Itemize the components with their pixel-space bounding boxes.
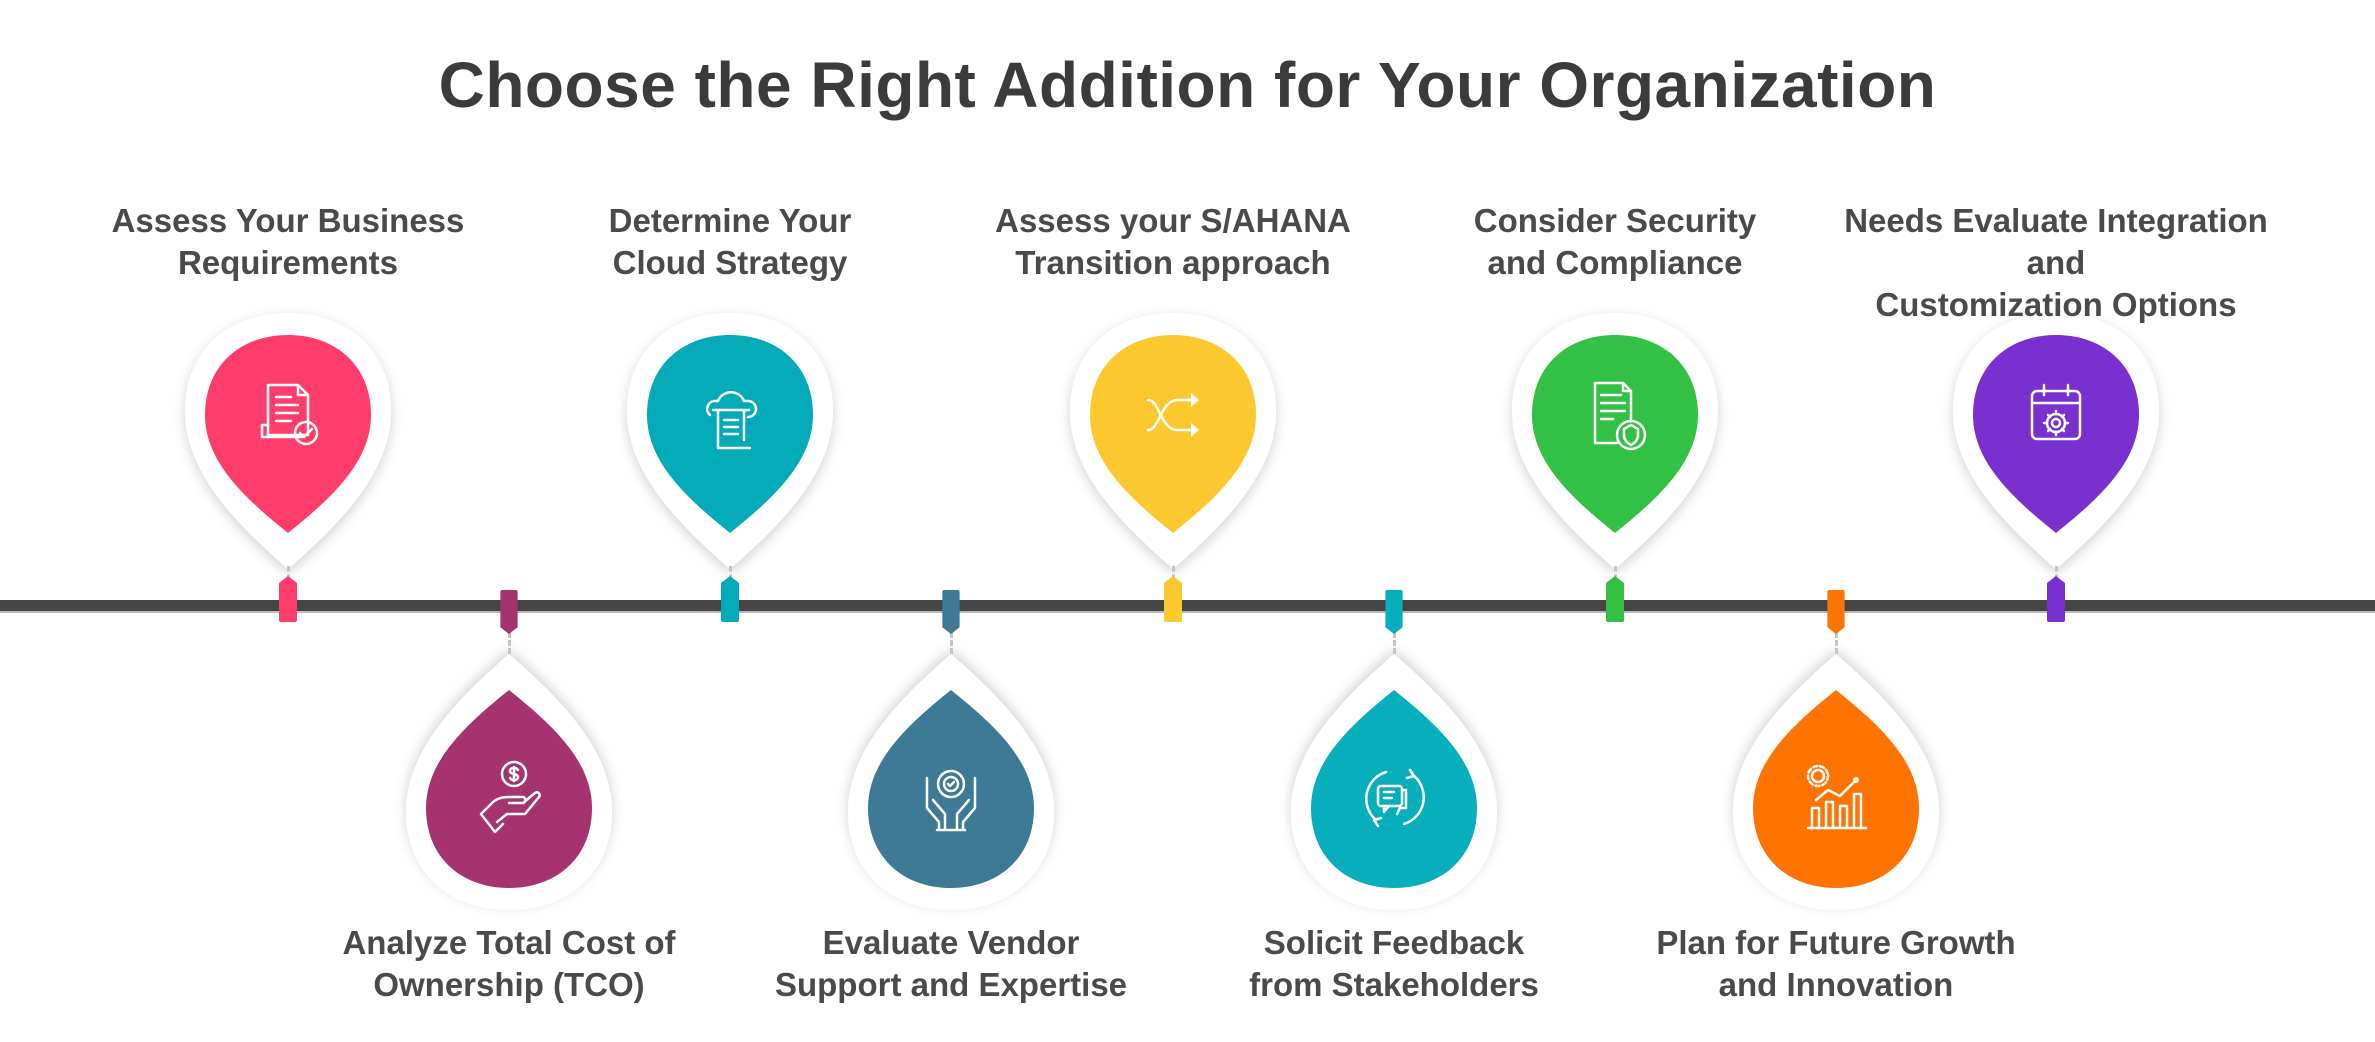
chat-refresh-icon xyxy=(1344,748,1444,848)
step-label-line-1: Determine Your xyxy=(608,202,852,239)
step-label-line-1: Consider Security xyxy=(1473,202,1757,239)
step-label-line-1: Evaluate Vendor xyxy=(822,924,1080,961)
connector xyxy=(729,566,732,580)
connector xyxy=(1172,566,1175,580)
connector xyxy=(1835,632,1838,654)
step-label: Analyze Total Cost of Ownership (TCO) xyxy=(289,922,729,1006)
step-label-line-2: and Innovation xyxy=(1718,966,1954,1003)
timeline-marker xyxy=(1164,576,1182,622)
step-pin xyxy=(1731,652,1941,912)
step-label-line-1: Assess Your Business xyxy=(111,202,465,239)
timeline-marker xyxy=(1606,576,1624,622)
step-label-line-2: and Compliance xyxy=(1487,244,1743,281)
connector xyxy=(1614,566,1617,580)
step-pin xyxy=(1068,311,1278,571)
step-label: Plan for Future Growth and Innovation xyxy=(1616,922,2056,1006)
timeline-marker xyxy=(500,590,518,634)
document-shield-icon xyxy=(1565,365,1665,465)
step-label-line-2: from Stakeholders xyxy=(1249,966,1539,1003)
step-label-line-1: Needs Evaluate Integration and xyxy=(1844,202,2268,281)
step-pin xyxy=(404,652,614,912)
timeline-marker xyxy=(2047,576,2065,622)
hand-dollar-icon xyxy=(459,748,559,848)
timeline-marker xyxy=(1385,590,1403,634)
step-label-line-2: Requirements xyxy=(177,244,399,281)
timeline-line xyxy=(0,600,2375,613)
cloud-scroll-icon xyxy=(680,365,780,465)
step-label: Assess Your Business Requirements xyxy=(68,200,508,284)
step-label-line-2: Ownership (TCO) xyxy=(373,966,645,1003)
timeline-marker xyxy=(1827,590,1845,634)
step-label: Consider Security and Compliance xyxy=(1395,200,1835,284)
step-label: Needs Evaluate Integration and Customiza… xyxy=(1836,200,2276,326)
step-label: Assess your S/AHANA Transition approach xyxy=(953,200,1393,284)
step-label-line-2: Transition approach xyxy=(1015,244,1331,281)
step-label-line-2: Cloud Strategy xyxy=(612,244,848,281)
step-label: Determine Your Cloud Strategy xyxy=(510,200,950,284)
step-pin xyxy=(1510,311,1720,571)
page-title: Choose the Right Addition for Your Organ… xyxy=(438,49,1937,121)
step-label-line-2: Support and Expertise xyxy=(774,966,1128,1003)
timeline-marker xyxy=(279,576,297,622)
step-label-line-1: Assess your S/AHANA xyxy=(995,202,1351,239)
shuffle-icon xyxy=(1123,365,1223,465)
connector xyxy=(508,632,511,654)
connector xyxy=(950,632,953,654)
document-check-icon xyxy=(238,365,338,465)
step-label: Solicit Feedback from Stakeholders xyxy=(1174,922,1614,1006)
step-label-line-1: Plan for Future Growth xyxy=(1656,924,2016,961)
timeline-marker xyxy=(721,576,739,622)
connector xyxy=(2055,566,2058,580)
step-label: Evaluate Vendor Support and Expertise xyxy=(731,922,1171,1006)
step-pin xyxy=(846,652,1056,912)
timeline-marker xyxy=(942,590,960,634)
calendar-gear-icon xyxy=(2006,365,2106,465)
step-pin xyxy=(1289,652,1499,912)
step-label-line-1: Solicit Feedback xyxy=(1263,924,1525,961)
step-label-line-2: Customization Options xyxy=(1875,286,2237,323)
growth-chart-icon xyxy=(1786,748,1886,848)
step-label-line-1: Analyze Total Cost of xyxy=(342,924,676,961)
connector xyxy=(1393,632,1396,654)
hands-gear-icon xyxy=(901,748,1001,848)
connector xyxy=(287,566,290,580)
